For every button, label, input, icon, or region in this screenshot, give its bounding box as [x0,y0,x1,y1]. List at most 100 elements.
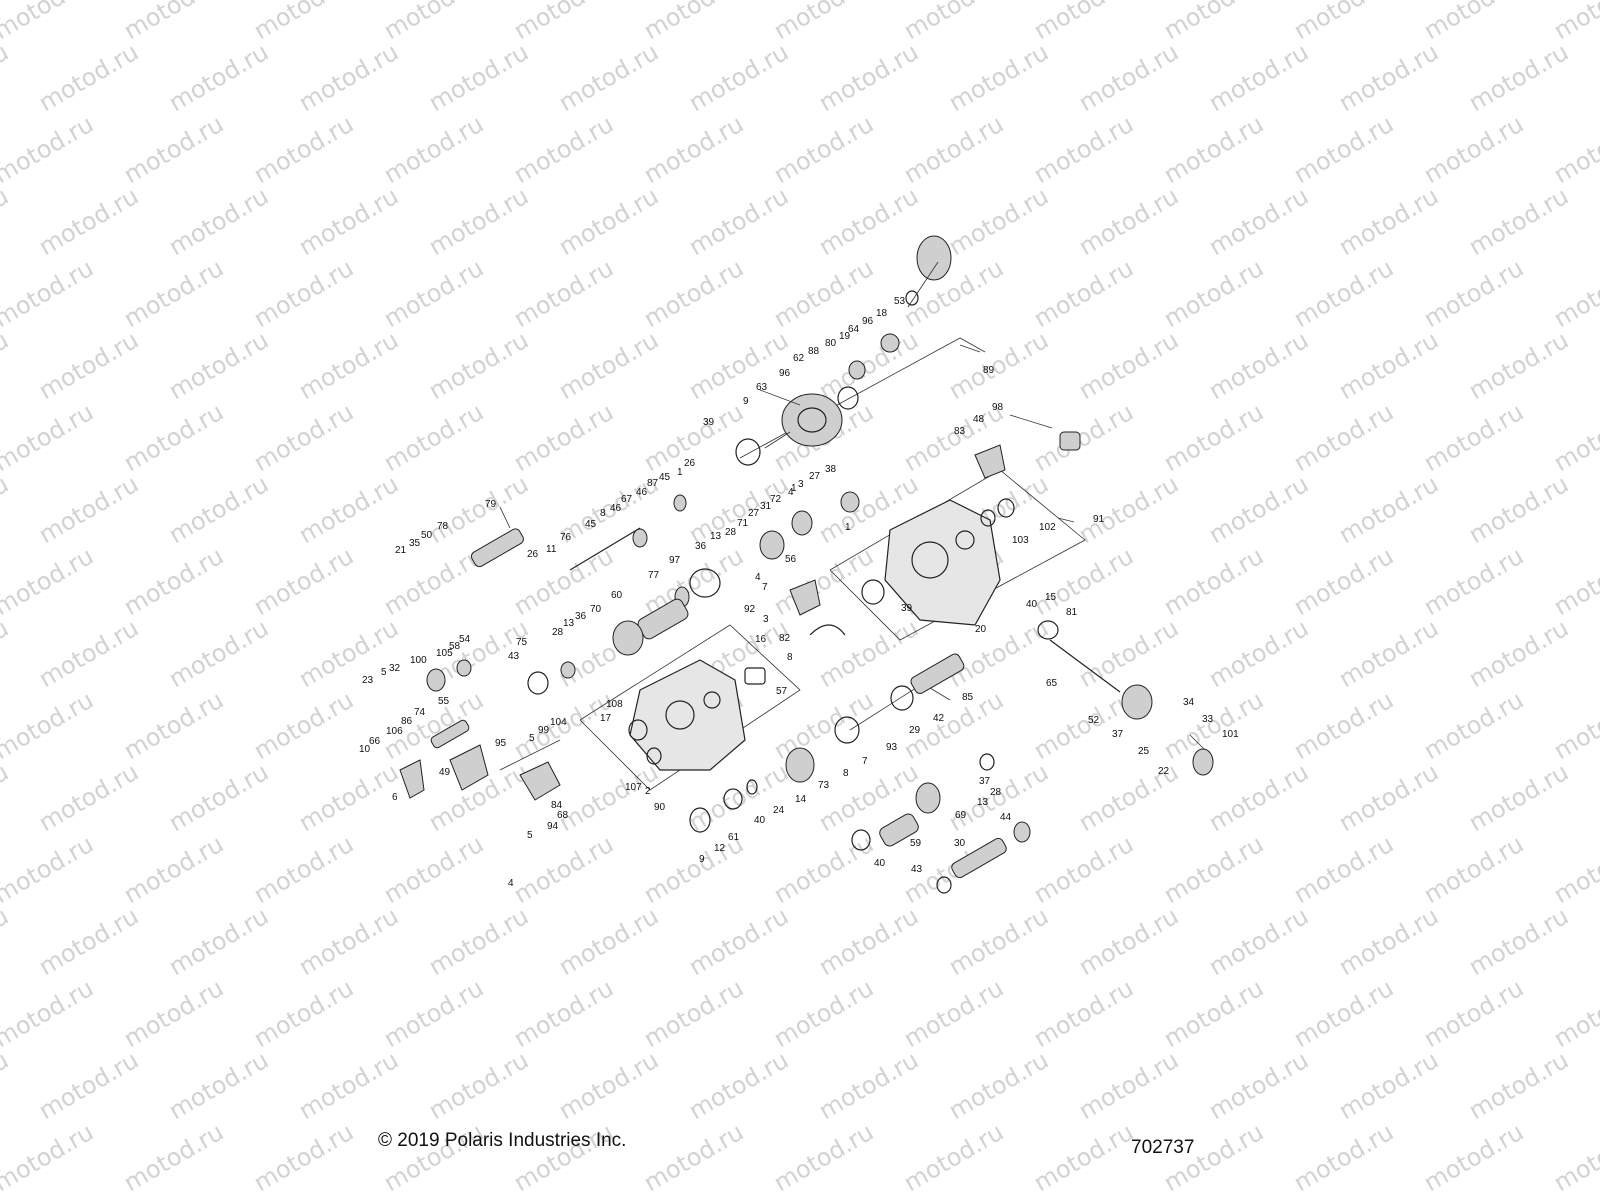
watermark-text: motod.ru [1029,1118,1138,1197]
shaft-79 [470,528,524,568]
callout-label: 23 [362,675,374,686]
callout-label: 39 [703,417,715,428]
watermark-text: motod.ru [379,974,488,1053]
callout-label: 1 [677,467,683,478]
watermark-text: motod.ru [814,614,923,693]
callout-label: 64 [848,324,860,335]
watermark-text: motod.ru [0,398,98,477]
ring-82 [809,624,846,636]
callout-label: 75 [516,637,528,648]
callout-label: 20 [975,624,987,635]
watermark-text: motod.ru [1159,110,1268,189]
callout-label: 9 [699,854,705,865]
watermark-text: motod.ru [34,38,143,117]
watermark-text: motod.ru [1074,1046,1183,1125]
watermark-text: motod.ru [164,38,273,117]
callout-label: 36 [695,541,707,552]
watermark-text: motod.ru [164,182,273,261]
watermark-text: motod.ru [684,326,793,405]
watermark-text: motod.ru [899,110,1008,189]
copyright-notice: © 2019 Polaris Industries Inc. [378,1130,627,1151]
callout-label: 62 [793,353,805,364]
diagram-number: 702737 [1131,1137,1195,1158]
watermark-text: motod.ru [684,902,793,981]
callout-label: 4 [788,487,794,498]
callout-label: 46 [610,503,622,514]
callout-label: 29 [909,725,921,736]
watermark-text: motod.ru [1594,182,1600,261]
shaft-65 [1049,639,1121,693]
callout-label: 21 [395,545,407,556]
watermark-text: motod.ru [119,398,228,477]
watermark-text: motod.ru [34,326,143,405]
watermark-text: motod.ru [0,1118,98,1197]
callout-label: 40 [1026,599,1038,610]
callout-label: 45 [585,519,597,530]
callout-label: 13 [977,797,989,808]
watermark-text: motod.ru [1204,38,1313,117]
watermark-text: motod.ru [1464,326,1573,405]
callout-label: 98 [992,402,1004,413]
watermark-text: motod.ru [249,110,358,189]
callout-label: 65 [1046,678,1058,689]
fork-87 [673,494,687,512]
watermark-text: motod.ru [1549,398,1600,477]
watermark-text: motod.ru [1289,398,1398,477]
callout-label: 63 [756,382,768,393]
watermark-text: motod.ru [639,110,748,189]
watermark-text: motod.ru [1029,542,1138,621]
watermark-text: motod.ru [1204,758,1313,837]
bracket-casing [579,624,801,791]
callout-label: 40 [754,815,766,826]
belt-97 [689,568,721,598]
watermark-text: motod.ru [0,110,98,189]
gear-54 [456,659,472,677]
watermark-text: motod.ru [639,542,748,621]
watermark-text: motod.ru [1289,1118,1398,1197]
watermark-text: motod.ru [1419,974,1528,1053]
callout-label: 78 [437,521,449,532]
watermark-text: motod.ru [424,38,533,117]
callout-label: 43 [508,651,520,662]
watermark-text: motod.ru [944,1046,1053,1125]
callout-label: 5 [529,733,535,744]
case-left [629,659,746,771]
gear-69 [915,782,941,814]
watermark-text: motod.ru [1419,542,1528,621]
callout-label: 26 [684,458,696,469]
watermark-text: motod.ru [509,254,618,333]
watermark-text: motod.ru [769,0,878,45]
watermark-text: motod.ru [294,38,403,117]
callout-label: 82 [779,633,791,644]
watermark-text: motod.ru [1204,470,1313,549]
watermark-text: motod.ru [1289,542,1398,621]
watermark-text: motod.ru [1289,974,1398,1053]
watermark-text: motod.ru [164,1046,273,1125]
parts-layer [399,235,1214,894]
watermark-text: motod.ru [1334,326,1443,405]
callout-label: 84 [551,800,563,811]
gear-59 [879,813,919,847]
watermark-text: motod.ru [554,1046,663,1125]
callout-label: 5 [527,830,533,841]
callout-label: 101 [1222,729,1239,740]
ring-96b [905,290,919,306]
gear-31 [759,530,785,560]
watermark-text: motod.ru [294,902,403,981]
callout-label: 77 [648,570,660,581]
ring-102 [997,498,1015,518]
callout-label: 97 [669,555,681,566]
watermark-text: motod.ru [944,182,1053,261]
callout-label: 28 [990,787,1002,798]
watermark-text: motod.ru [554,38,663,117]
watermark-text: motod.ru [0,326,13,405]
watermark-text: motod.ru [1419,686,1528,765]
callout-label: 38 [825,464,837,475]
watermark-text: motod.ru [814,38,923,117]
callout-label: 72 [770,494,782,505]
callout-label: 39 [901,603,913,614]
callout-label: 13 [563,618,575,629]
callout-label: 85 [962,692,974,703]
watermark-text: motod.ru [34,182,143,261]
watermark-text: motod.ru [554,182,663,261]
